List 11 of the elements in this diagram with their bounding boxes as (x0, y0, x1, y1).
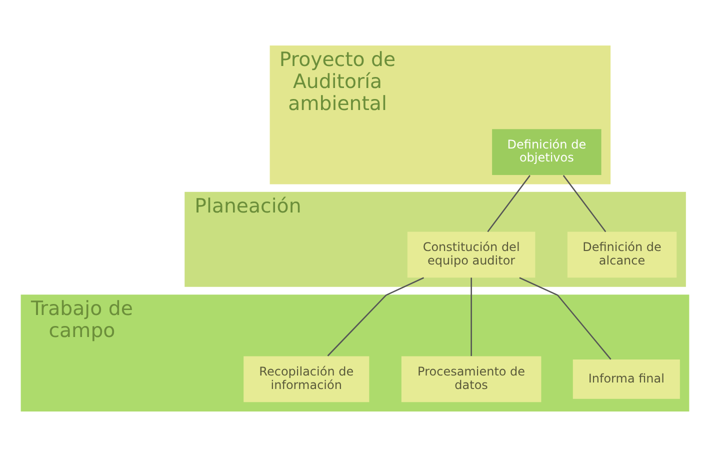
node-box: Definición de objetivos (492, 129, 602, 175)
node-box: Procesamiento de datos (401, 356, 542, 402)
connector (562, 175, 606, 232)
connector (487, 175, 530, 232)
connector (470, 278, 472, 356)
connector (519, 277, 612, 360)
connector (327, 277, 424, 356)
node-box: Recopilación de información (244, 356, 370, 402)
node-box: Constitución del equipo auditor (407, 232, 536, 278)
node-box: Informa final (572, 360, 680, 399)
node-box: Definición de alcance (567, 232, 677, 278)
